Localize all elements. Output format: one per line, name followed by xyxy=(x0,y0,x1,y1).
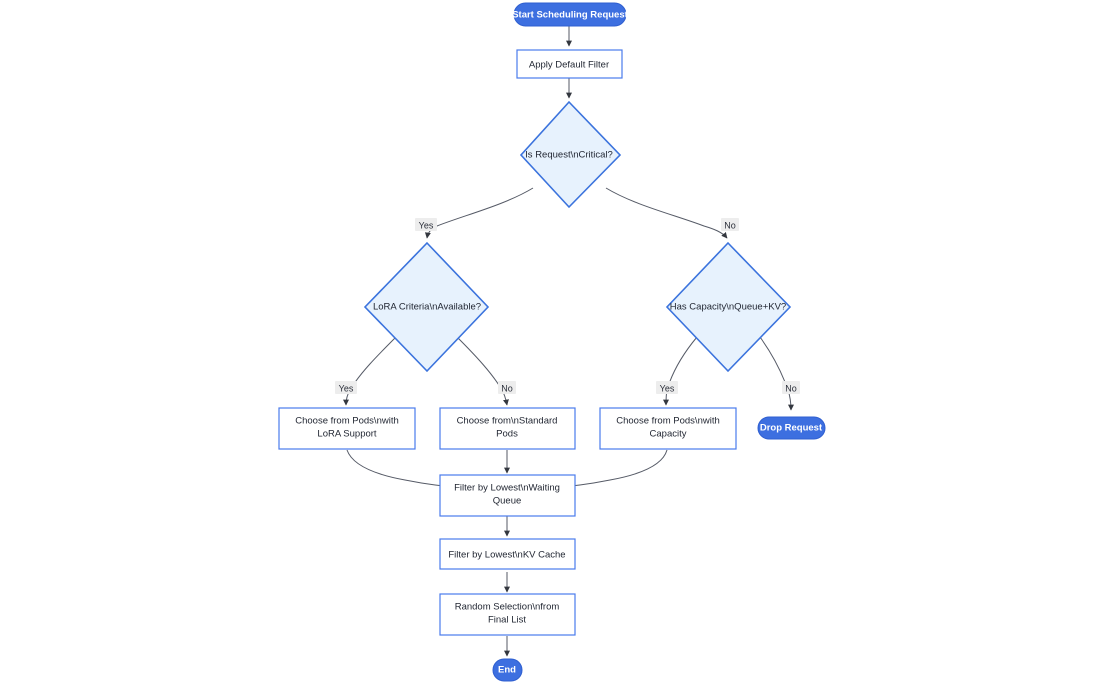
node-random-selection-final-list[interactable]: Random Selection\nfrom Final List xyxy=(439,593,576,636)
node-lora-criteria-available[interactable]: LoRA Criteria\nAvailable? xyxy=(363,241,490,373)
node-choose-pods-capacity[interactable]: Choose from Pods\nwith Capacity xyxy=(599,407,737,450)
node-filter-lowest-waiting-queue-label-line1: Filter by Lowest\nWaiting xyxy=(454,483,560,494)
edge-label-critical-yes-text: Yes xyxy=(419,220,434,230)
node-start[interactable]: Start Scheduling Request xyxy=(512,2,629,27)
nodes-layer: Start Scheduling Request Apply Default F… xyxy=(278,2,826,682)
node-choose-pods-capacity-label-line1: Choose from Pods\nwith xyxy=(616,416,720,427)
node-drop-request[interactable]: Drop Request xyxy=(757,416,826,440)
edge-label-lora-no-text: No xyxy=(501,383,513,393)
edge-is-critical-to-has-capacity xyxy=(605,187,728,239)
node-choose-standard-pods-label-line2: Pods xyxy=(496,429,518,440)
node-apply-default-filter-label: Apply Default Filter xyxy=(529,60,609,71)
edge-label-critical-no: No xyxy=(721,218,739,231)
node-is-request-critical[interactable]: Is Request\nCritical? xyxy=(519,100,622,209)
edge-label-capacity-no-text: No xyxy=(785,383,797,393)
node-has-capacity-queue-kv-label: Has Capacity\nQueue+KV? xyxy=(670,302,786,313)
node-filter-lowest-waiting-queue-label-line2: Queue xyxy=(493,496,522,507)
node-is-request-critical-label: Is Request\nCritical? xyxy=(525,150,613,161)
node-choose-pods-lora-support-label-line1: Choose from Pods\nwith xyxy=(295,416,399,427)
node-choose-standard-pods-label-line1: Choose from\nStandard xyxy=(457,416,558,427)
edge-label-lora-yes: Yes xyxy=(335,381,357,394)
edge-labels-layer: Yes No Yes No Yes No xyxy=(335,218,800,394)
edge-label-capacity-yes: Yes xyxy=(656,381,678,394)
edge-label-capacity-yes-text: Yes xyxy=(660,383,675,393)
edge-label-lora-yes-text: Yes xyxy=(339,383,354,393)
edge-label-capacity-no: No xyxy=(782,381,800,394)
edge-has-capacity-to-drop-request xyxy=(759,336,794,411)
node-choose-standard-pods[interactable]: Choose from\nStandard Pods xyxy=(439,407,576,450)
node-filter-lowest-waiting-queue[interactable]: Filter by Lowest\nWaiting Queue xyxy=(439,474,576,517)
node-start-label: Start Scheduling Request xyxy=(512,10,628,21)
edge-has-capacity-to-pods-capacity xyxy=(663,336,698,406)
edge-lora-criteria-to-pods-standard xyxy=(456,336,509,406)
node-end-label: End xyxy=(498,665,516,676)
node-lora-criteria-available-label: LoRA Criteria\nAvailable? xyxy=(373,302,481,313)
node-drop-request-label: Drop Request xyxy=(760,423,823,434)
edge-label-critical-yes: Yes xyxy=(415,218,437,231)
node-choose-pods-capacity-label-line2: Capacity xyxy=(650,429,687,440)
node-choose-pods-lora-support[interactable]: Choose from Pods\nwith LoRA Support xyxy=(278,407,416,450)
node-filter-lowest-kv-cache-label: Filter by Lowest\nKV Cache xyxy=(448,550,565,561)
node-apply-default-filter[interactable]: Apply Default Filter xyxy=(516,49,623,79)
node-random-selection-final-list-label-line1: Random Selection\nfrom xyxy=(455,602,560,613)
node-has-capacity-queue-kv[interactable]: Has Capacity\nQueue+KV? xyxy=(665,241,792,373)
edge-is-critical-to-lora-criteria xyxy=(424,187,534,239)
node-filter-lowest-kv-cache[interactable]: Filter by Lowest\nKV Cache xyxy=(439,538,576,570)
edge-label-lora-no: No xyxy=(498,381,516,394)
node-end[interactable]: End xyxy=(492,658,523,682)
edge-label-critical-no-text: No xyxy=(724,220,736,230)
edge-lora-criteria-to-pods-lora xyxy=(343,336,397,406)
node-choose-pods-lora-support-label-line2: LoRA Support xyxy=(317,429,377,440)
node-random-selection-final-list-label-line2: Final List xyxy=(488,615,526,626)
